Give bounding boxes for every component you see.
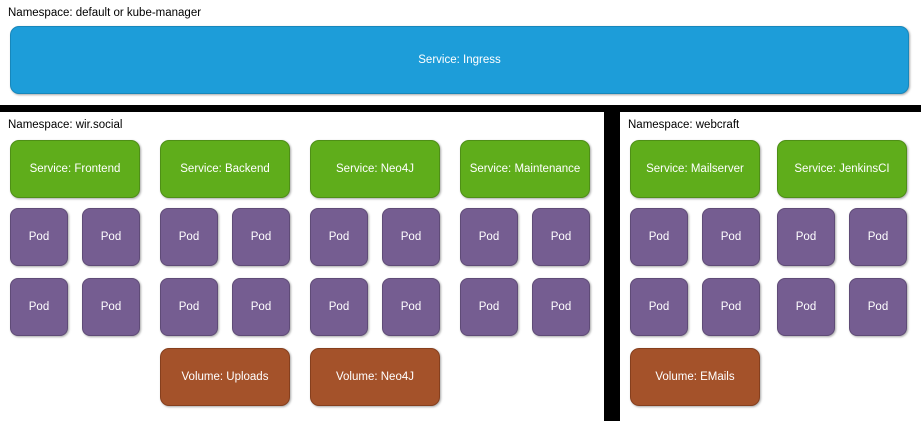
service-jenkinsci[interactable]: Service: JenkinsCI [777, 140, 907, 198]
service-backend[interactable]: Service: Backend [160, 140, 290, 198]
pod-backend-1[interactable]: Pod [160, 208, 218, 266]
pod-neo4j-1[interactable]: Pod [310, 208, 368, 266]
volume-emails[interactable]: Volume: EMails [630, 348, 760, 406]
pod-jenkinsci-1[interactable]: Pod [777, 208, 835, 266]
service-frontend[interactable]: Service: Frontend [10, 140, 140, 198]
volume-uploads[interactable]: Volume: Uploads [160, 348, 290, 406]
pod-mailserver-1[interactable]: Pod [630, 208, 688, 266]
pod-label: Pod [178, 231, 200, 243]
service-backend-label: Service: Backend [180, 163, 270, 175]
namespace-label-wir-social: Namespace: wir.social [8, 119, 123, 131]
pod-label: Pod [250, 301, 272, 313]
service-ingress[interactable]: Service: Ingress [10, 26, 909, 94]
pod-maintenance-1[interactable]: Pod [460, 208, 518, 266]
pod-label: Pod [328, 231, 350, 243]
pod-label: Pod [100, 301, 122, 313]
namespace-panel-webcraft: Namespace: webcraft Service: Mailserver … [620, 112, 921, 421]
pod-label: Pod [328, 301, 350, 313]
pod-label: Pod [250, 231, 272, 243]
pod-frontend-3[interactable]: Pod [10, 278, 68, 336]
service-mailserver[interactable]: Service: Mailserver [630, 140, 760, 198]
service-maintenance[interactable]: Service: Maintenance [460, 140, 590, 198]
pod-label: Pod [867, 301, 889, 313]
pod-mailserver-3[interactable]: Pod [630, 278, 688, 336]
pod-label: Pod [795, 301, 817, 313]
service-frontend-label: Service: Frontend [29, 163, 121, 175]
pod-label: Pod [400, 301, 422, 313]
pod-label: Pod [400, 231, 422, 243]
service-maintenance-label: Service: Maintenance [469, 163, 581, 175]
pod-frontend-2[interactable]: Pod [82, 208, 140, 266]
pod-maintenance-4[interactable]: Pod [532, 278, 590, 336]
pod-label: Pod [550, 301, 572, 313]
pod-label: Pod [648, 231, 670, 243]
pod-label: Pod [720, 301, 742, 313]
pod-label: Pod [795, 231, 817, 243]
pod-label: Pod [100, 231, 122, 243]
pod-label: Pod [28, 301, 50, 313]
pod-neo4j-2[interactable]: Pod [382, 208, 440, 266]
pod-backend-4[interactable]: Pod [232, 278, 290, 336]
namespace-panel-wir-social: Namespace: wir.social Service: Frontend … [0, 112, 604, 421]
volume-neo4j-label: Volume: Neo4J [336, 371, 414, 383]
namespace-label-webcraft: Namespace: webcraft [628, 119, 740, 131]
pod-label: Pod [720, 231, 742, 243]
pod-frontend-4[interactable]: Pod [82, 278, 140, 336]
pod-label: Pod [648, 301, 670, 313]
service-neo4j-label: Service: Neo4J [336, 163, 414, 175]
service-ingress-label: Service: Ingress [418, 54, 501, 66]
namespace-label-default: Namespace: default or kube-manager [8, 7, 202, 19]
volume-neo4j[interactable]: Volume: Neo4J [310, 348, 440, 406]
service-mailserver-label: Service: Mailserver [646, 163, 744, 175]
pod-label: Pod [478, 301, 500, 313]
pod-frontend-1[interactable]: Pod [10, 208, 68, 266]
pod-neo4j-4[interactable]: Pod [382, 278, 440, 336]
pod-backend-2[interactable]: Pod [232, 208, 290, 266]
service-neo4j[interactable]: Service: Neo4J [310, 140, 440, 198]
pod-maintenance-2[interactable]: Pod [532, 208, 590, 266]
pod-mailserver-4[interactable]: Pod [702, 278, 760, 336]
volume-uploads-label: Volume: Uploads [181, 371, 269, 383]
pod-label: Pod [867, 231, 889, 243]
namespace-panel-default: Namespace: default or kube-manager Servi… [0, 0, 921, 105]
pod-backend-3[interactable]: Pod [160, 278, 218, 336]
pod-label: Pod [28, 231, 50, 243]
service-jenkinsci-label: Service: JenkinsCI [794, 163, 890, 175]
pod-label: Pod [178, 301, 200, 313]
pod-jenkinsci-3[interactable]: Pod [777, 278, 835, 336]
pod-label: Pod [478, 231, 500, 243]
pod-neo4j-3[interactable]: Pod [310, 278, 368, 336]
pod-jenkinsci-2[interactable]: Pod [849, 208, 907, 266]
pod-jenkinsci-4[interactable]: Pod [849, 278, 907, 336]
pod-label: Pod [550, 231, 572, 243]
pod-mailserver-2[interactable]: Pod [702, 208, 760, 266]
volume-emails-label: Volume: EMails [655, 371, 735, 383]
pod-maintenance-3[interactable]: Pod [460, 278, 518, 336]
